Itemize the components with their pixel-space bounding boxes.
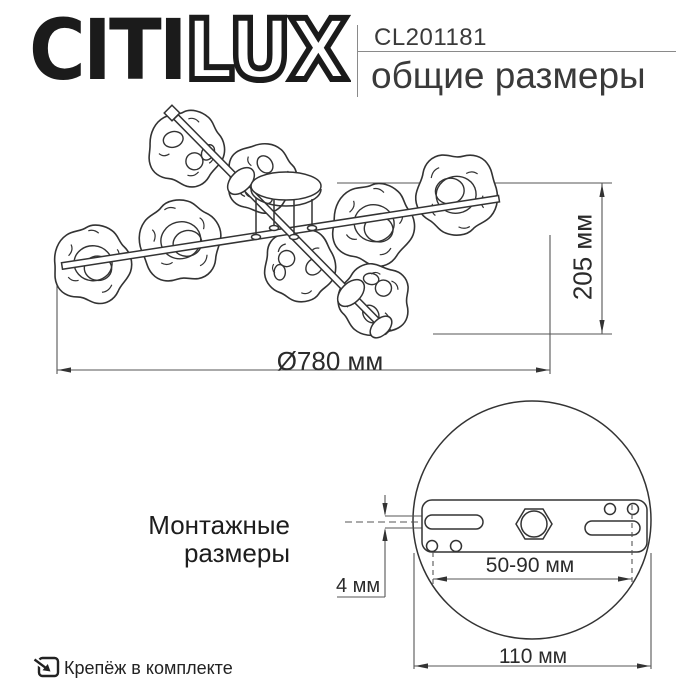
diameter-dimension-label: Ø780 мм bbox=[276, 346, 384, 376]
sheet-subtitle: общие размеры bbox=[371, 55, 646, 96]
mounting-section-title: Монтажные размеры bbox=[90, 511, 290, 567]
height-dimension-label: 205 мм bbox=[567, 213, 598, 301]
fasteners-note: Крепёж в комплекте bbox=[64, 658, 233, 678]
product-code: CL201181 bbox=[374, 24, 487, 51]
dim-110-lines bbox=[414, 553, 651, 669]
rod-finial bbox=[164, 105, 180, 121]
mounting-detail bbox=[337, 401, 651, 669]
rod-long bbox=[62, 196, 500, 270]
dim-5090-lines bbox=[433, 505, 632, 584]
hex-nut bbox=[516, 509, 552, 539]
header-vertical-divider bbox=[357, 25, 358, 97]
header-horizontal-divider bbox=[357, 51, 676, 52]
rod-socket bbox=[223, 163, 260, 200]
rod-socket bbox=[333, 275, 370, 312]
mounting-title-line2: размеры bbox=[183, 538, 290, 568]
arrow-into-box-icon bbox=[32, 653, 62, 679]
brand-logo: CITILUX bbox=[29, 5, 351, 95]
rod-end-cap bbox=[366, 312, 396, 342]
slot-width-dimension-label: 4 мм bbox=[336, 575, 381, 597]
brand-logo-solid: CITI bbox=[29, 1, 188, 99]
fixture-drawing bbox=[51, 104, 503, 342]
brand-logo-outline: LUX bbox=[182, 1, 351, 99]
dimension-arrows-general bbox=[58, 184, 605, 373]
mounting-title-line1: Монтажные bbox=[148, 510, 290, 540]
ceiling-canopy bbox=[251, 172, 321, 240]
plate-width-dimension-label: 110 мм bbox=[498, 645, 568, 668]
screw-span-dimension-label: 50-90 мм bbox=[485, 554, 575, 577]
